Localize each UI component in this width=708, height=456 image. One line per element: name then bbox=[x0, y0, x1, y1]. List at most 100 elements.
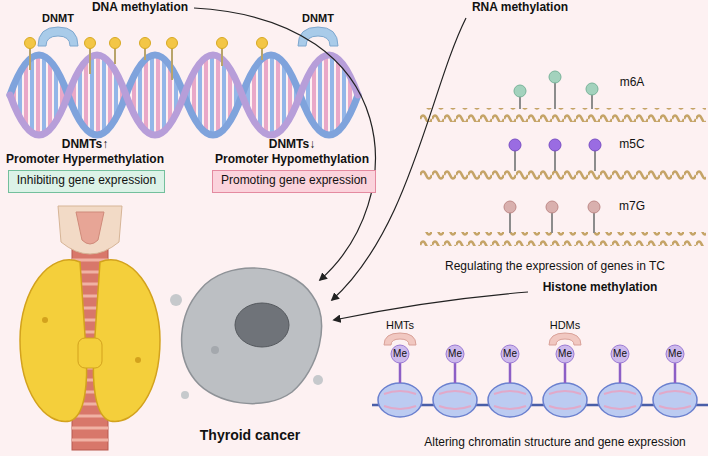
label-slot: DNA methylation bbox=[92, 1, 188, 15]
label-slot: Me bbox=[558, 348, 572, 360]
dna-wrap bbox=[384, 391, 416, 409]
nucleosome-wraps bbox=[384, 391, 691, 409]
cell-nucleus bbox=[235, 303, 289, 347]
cell-fragment bbox=[181, 391, 189, 399]
histone-tail bbox=[674, 362, 677, 383]
methyl-label: Me bbox=[393, 348, 407, 360]
larynx bbox=[58, 206, 122, 254]
m5c-dot bbox=[509, 139, 521, 151]
mark-stem bbox=[554, 150, 556, 171]
modification-label: m7G bbox=[619, 200, 645, 214]
section-heading: RNA methylation bbox=[472, 1, 568, 15]
nucleosome bbox=[488, 383, 532, 417]
label-slot: DNMT bbox=[42, 12, 74, 25]
methyl-label: Me bbox=[503, 348, 517, 360]
methyl-dot bbox=[167, 38, 178, 49]
helix-rungs bbox=[10, 55, 358, 135]
cell-fragment bbox=[170, 294, 182, 306]
methyl-stem bbox=[221, 47, 223, 66]
methyl-dot bbox=[140, 38, 151, 49]
caption-note: Regulating the expression of genes in TC bbox=[445, 260, 665, 274]
methyl-badge bbox=[501, 345, 519, 363]
m7g-dot bbox=[546, 201, 558, 213]
label-slot: HDMs bbox=[550, 319, 581, 332]
label-slot: Me bbox=[668, 348, 682, 360]
mark-stem bbox=[519, 96, 521, 109]
outcome-box: Promoting gene expression bbox=[212, 170, 376, 193]
m5c-marks bbox=[509, 139, 601, 151]
section-heading: Histone methylation bbox=[543, 281, 658, 295]
dna-wrap bbox=[494, 391, 526, 409]
label-slot: Promoter Hypomethylation bbox=[215, 153, 369, 167]
enzyme-shape bbox=[549, 333, 581, 345]
dna-wrap bbox=[604, 391, 636, 409]
methyl-label: Me bbox=[613, 348, 627, 360]
nucleosome bbox=[433, 383, 477, 417]
state-label: DNMTs↑ bbox=[62, 138, 108, 152]
methyl-dot bbox=[217, 38, 228, 49]
nucleosome bbox=[378, 383, 422, 417]
methyl-badge bbox=[556, 345, 574, 363]
thyroid-nodule bbox=[42, 317, 48, 323]
label-slot: Histone methylation bbox=[543, 281, 658, 295]
label-slot: Altering chromatin structure and gene ex… bbox=[424, 436, 685, 450]
label-slot: HMTs bbox=[386, 319, 414, 332]
cell-body bbox=[182, 268, 322, 404]
nucleosome bbox=[598, 383, 642, 417]
methyl-dot bbox=[257, 38, 268, 49]
enzyme-label: HMTs bbox=[386, 319, 414, 332]
dna-helix bbox=[10, 55, 358, 135]
m7g-marks bbox=[504, 201, 600, 213]
nucleosomes bbox=[378, 383, 697, 417]
mark-stem bbox=[554, 82, 556, 109]
mark-stem bbox=[551, 212, 553, 233]
state-label: Promoter Hypomethylation bbox=[215, 153, 369, 167]
label-slot: Me bbox=[393, 348, 407, 360]
label-slot: Me bbox=[503, 348, 517, 360]
methyl-label: Me bbox=[668, 348, 682, 360]
methyl-heads bbox=[25, 38, 268, 49]
methyl-dot bbox=[85, 38, 96, 49]
modification-label: m6A bbox=[620, 76, 645, 90]
label-slot: DNMT bbox=[302, 12, 334, 25]
label-slot: RNA methylation bbox=[472, 1, 568, 15]
mark-stem bbox=[591, 94, 593, 109]
label-slot: m5C bbox=[619, 138, 644, 152]
m6a-marks bbox=[514, 71, 598, 97]
methyl-label: Me bbox=[448, 348, 462, 360]
rna-strand bbox=[420, 170, 706, 184]
thyroid-illustration bbox=[20, 206, 160, 450]
enzyme-label: DNMT bbox=[302, 12, 334, 25]
modification-label: m5C bbox=[619, 138, 644, 152]
label-slot: m6A bbox=[620, 76, 645, 90]
rna-strands bbox=[420, 108, 706, 246]
mark-stem bbox=[594, 150, 596, 171]
m6a-dot bbox=[514, 85, 526, 97]
pointer-arrows bbox=[194, 8, 528, 320]
state-label: DNMTs↓ bbox=[269, 138, 315, 152]
enzyme-shape bbox=[384, 333, 416, 345]
label-slot: Me bbox=[613, 348, 627, 360]
histone-tail bbox=[619, 362, 622, 383]
methyl-label: Me bbox=[558, 348, 572, 360]
thyroid-lobe bbox=[93, 260, 160, 422]
rna-strand bbox=[420, 232, 706, 246]
nucleosome bbox=[543, 383, 587, 417]
label-slot: DNMTs↑ bbox=[62, 138, 108, 152]
histone-tails bbox=[400, 362, 675, 383]
m7g-dot bbox=[504, 201, 516, 213]
dna-wrap bbox=[549, 391, 581, 409]
enzyme-label: HDMs bbox=[550, 319, 581, 332]
label-slot: Thyroid cancer bbox=[200, 427, 300, 443]
cell-fragment bbox=[313, 375, 323, 385]
methyl-badge bbox=[446, 345, 464, 363]
methyl-dot bbox=[25, 38, 36, 49]
helix-strand bbox=[10, 55, 358, 135]
m6a-dot bbox=[549, 71, 561, 83]
box-text: Promoting gene expression bbox=[220, 174, 368, 188]
methyl-stem bbox=[114, 47, 116, 64]
m6a-dot bbox=[586, 83, 598, 95]
histone-tail bbox=[399, 362, 402, 383]
pointer-arrow bbox=[194, 8, 375, 280]
